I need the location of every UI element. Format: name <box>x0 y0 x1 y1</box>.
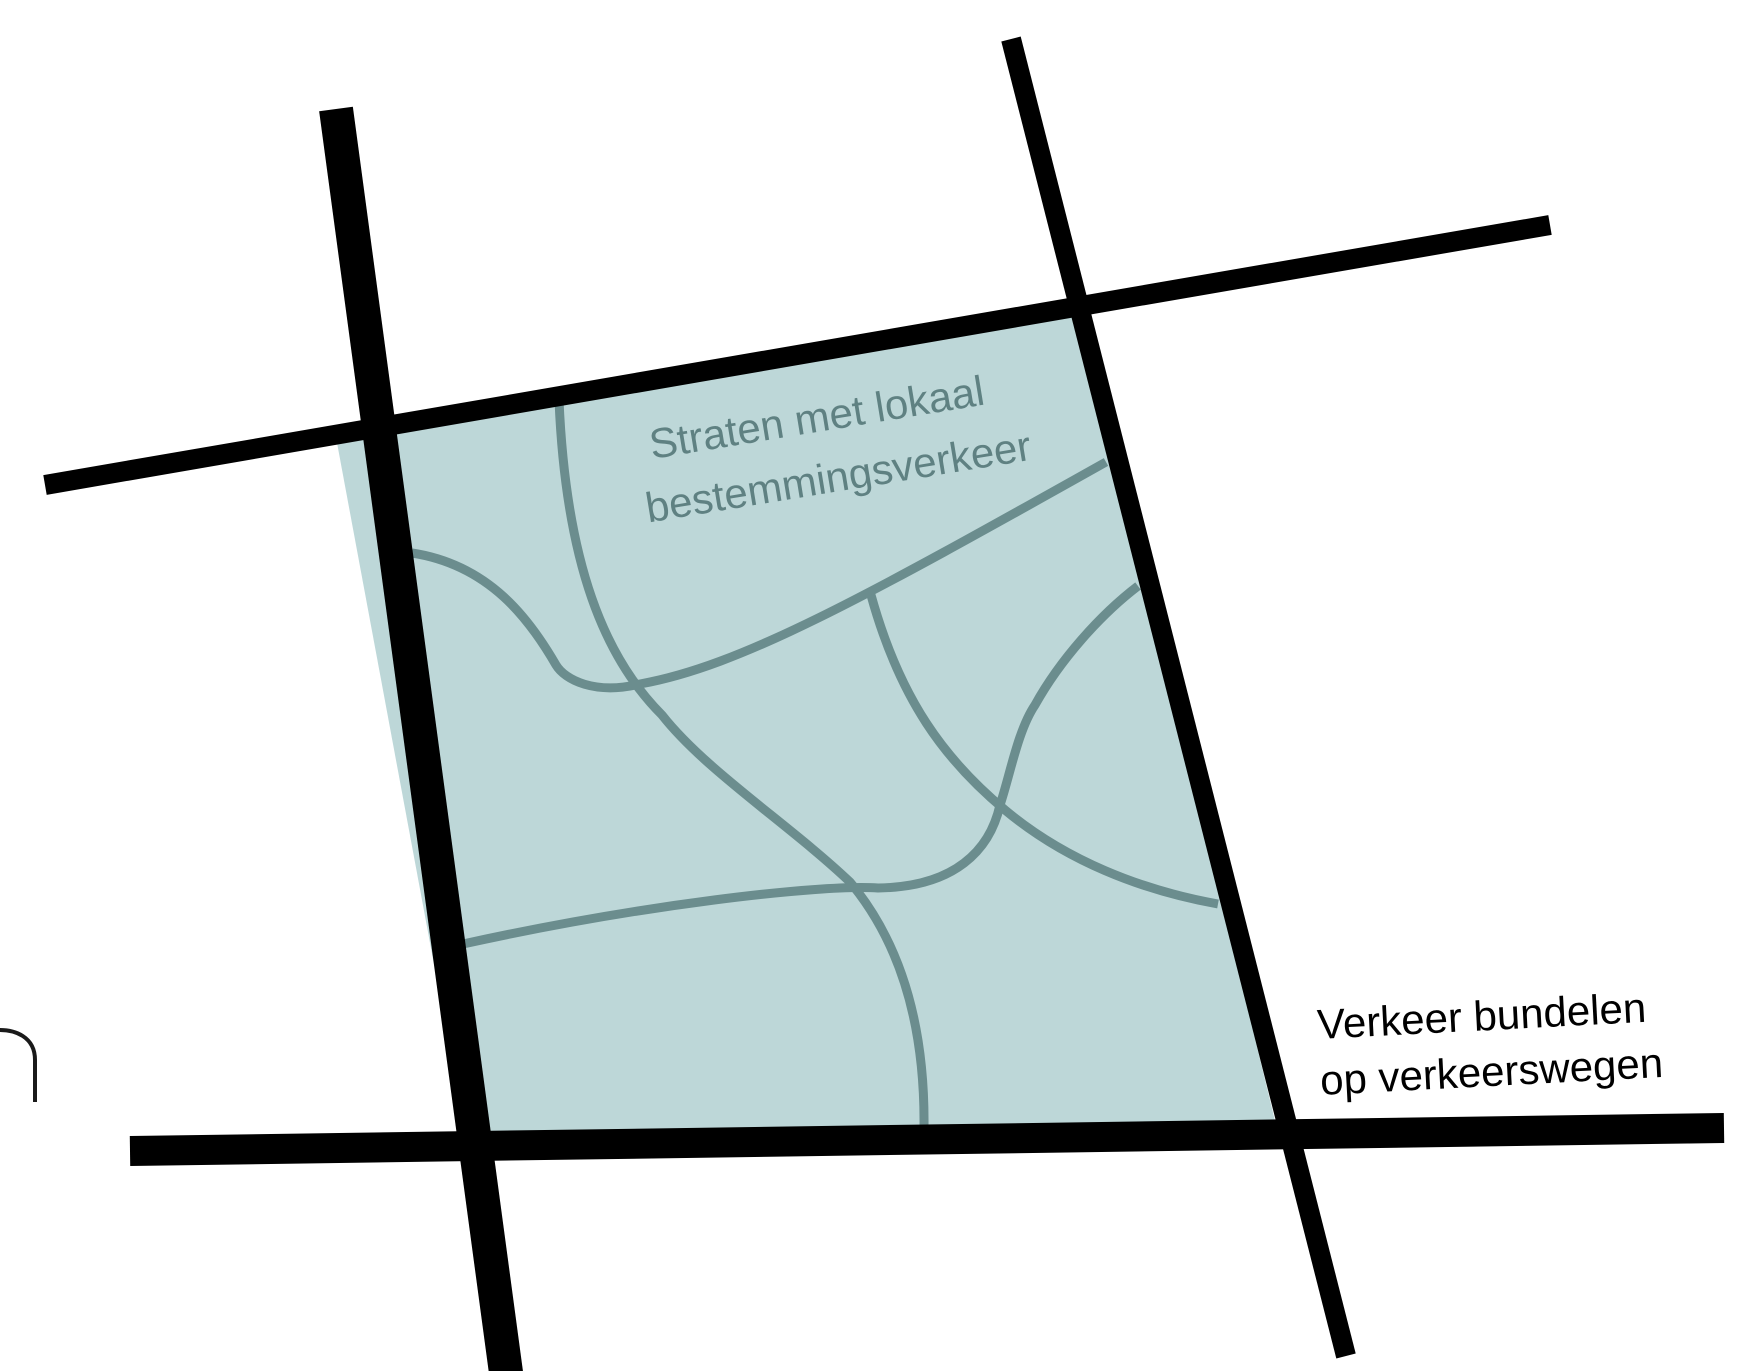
arterial-roads <box>43 36 1725 1371</box>
arterial-road-top <box>43 215 1552 495</box>
arterial-roads-label-line1: Verkeer bundelen <box>1316 984 1647 1048</box>
local-street-c <box>462 582 1141 949</box>
arterial-roads-label: Verkeer bundelen op verkeerswegen <box>1316 983 1664 1104</box>
arterial-road-bottom <box>129 1113 1725 1166</box>
local-street-b <box>411 458 1109 693</box>
arterial-road-left <box>319 106 523 1371</box>
local-street-a <box>554 399 929 1129</box>
local-streets <box>411 399 1219 1129</box>
arterial-roads-label-line2: op verkeerswegen <box>1319 1039 1664 1104</box>
local-street-d <box>866 593 1219 909</box>
cropped-letter-fragment <box>0 1028 37 1102</box>
